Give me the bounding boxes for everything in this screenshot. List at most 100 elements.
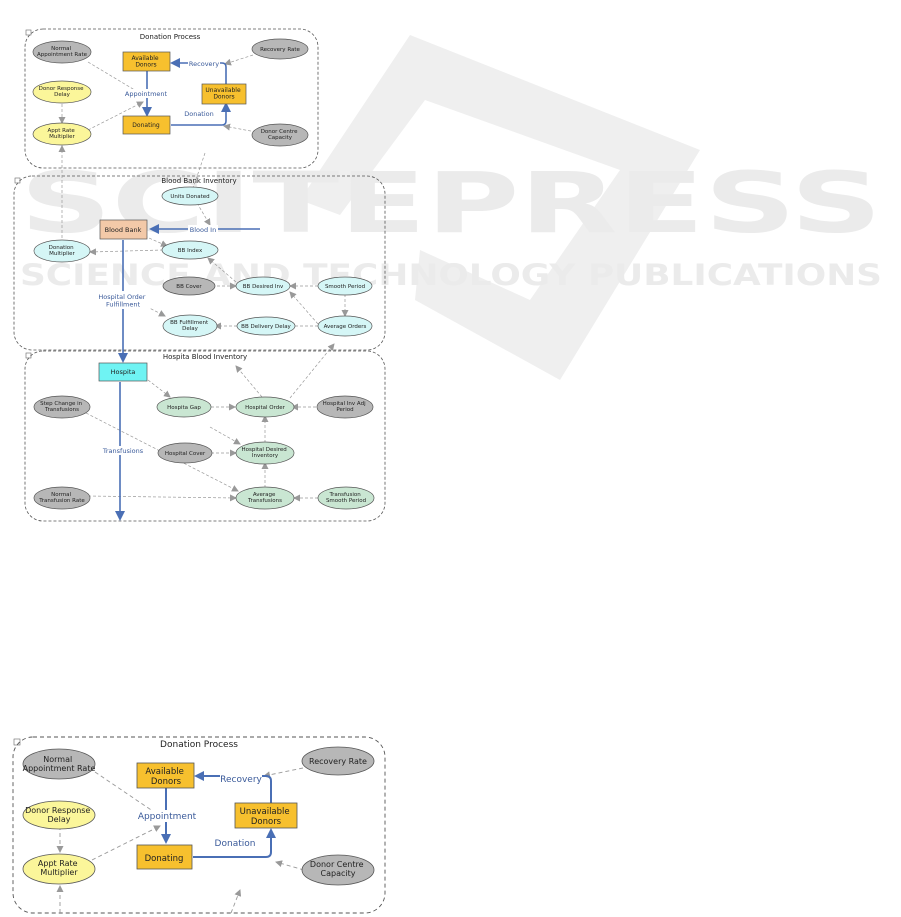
svg-text:BB Cover: BB Cover — [176, 284, 202, 290]
svg-text:Appt Rate Multiplier: Appt Rate Multiplier — [47, 128, 76, 140]
svg-text:BB Fulfillment Delay: BB Fulfillment Delay — [170, 320, 210, 332]
aux-bb-cover[interactable] — [162, 276, 216, 296]
svg-text:Normal Transfusion Rate: Normal Transfusion Rate — [38, 492, 85, 504]
svg-text:Hospital Cover: Hospital Cover — [165, 451, 206, 457]
svg-text:BB Index: BB Index — [178, 248, 203, 254]
svg-text:Hospital Order: Hospital Order — [245, 405, 286, 411]
aux-bb-index[interactable] — [161, 240, 219, 260]
svg-text:Average Transfusions: Average Transfusions — [247, 492, 282, 504]
aux-normal-transfusion-rate[interactable] — [33, 486, 91, 510]
collapse-toggle-icon[interactable] — [13, 738, 21, 746]
svg-text:Normal Appointment Rate: Normal Appointment Rate — [23, 755, 96, 773]
stock-unavailable-donors[interactable] — [234, 802, 298, 829]
svg-text:BB Desired Inv: BB Desired Inv — [243, 284, 284, 290]
sector-title: Blood Bank Inventory — [161, 177, 236, 185]
sector-title: Hospita Blood Inventory — [163, 353, 247, 361]
svg-text:Hospital Desired Invento: Hospital Desired Inventory — [242, 447, 289, 459]
svg-text:Appt Rate Multiplier: Appt Rate Multiplier — [38, 859, 80, 877]
aux-normal-appointment-rate[interactable] — [22, 748, 96, 780]
collapse-toggle-icon[interactable] — [25, 29, 32, 36]
svg-text:Donation Multiplier: Donation Multiplier — [49, 245, 76, 257]
svg-text:BB Delivery Delay: BB Delivery Delay — [241, 324, 291, 330]
collapse-toggle-icon[interactable] — [14, 177, 21, 184]
aux-donor-centre-capacity[interactable] — [251, 123, 309, 147]
aux-step-change-in-transfusions[interactable] — [33, 395, 91, 419]
svg-text:Donating: Donating — [145, 854, 184, 864]
aux-donation-multiplier[interactable] — [33, 239, 91, 263]
svg-text:Transfusion Smooth Perio: Transfusion Smooth Period — [326, 492, 366, 504]
svg-text:Step Change in Transfusi: Step Change in Transfusions — [40, 401, 84, 413]
svg-text:Hospita Gap: Hospita Gap — [167, 405, 201, 411]
svg-text:Donor Response Delay: Donor Response Delay — [39, 86, 86, 98]
svg-text:Donor Response Delay: Donor Response Delay — [25, 806, 93, 824]
flow-label-appointment: Appointment — [138, 812, 197, 822]
sector-title: Donation Process — [140, 33, 201, 41]
aux-smooth-period[interactable] — [317, 276, 373, 296]
flow-label-recovery: Recovery — [220, 775, 262, 785]
flow-label-transfusions: Transfusions — [102, 447, 144, 455]
aux-hospital-gap[interactable] — [156, 396, 212, 418]
aux-hospital-inv-adj-period[interactable] — [316, 395, 374, 419]
info-links-zoomed — [56, 767, 305, 914]
aux-recovery-rate[interactable] — [251, 38, 309, 60]
aux-average-transfusions[interactable] — [235, 486, 295, 510]
sector-donation-process — [24, 28, 319, 169]
watermark-logo-shape — [300, 35, 700, 380]
aux-donor-response-delay[interactable] — [32, 80, 92, 104]
sector-blood-bank-inventory — [13, 175, 386, 351]
aux-hospital-order[interactable] — [235, 396, 295, 418]
aux-normal-appointment-rate[interactable] — [32, 40, 92, 64]
watermark-title: SCITEPRESS — [20, 154, 882, 252]
sector-hospital-blood-inventory — [24, 350, 386, 522]
stock-available-donors[interactable] — [122, 51, 171, 72]
svg-text:Donating: Donating — [132, 122, 160, 129]
watermark: SCITEPRESS SCIENCE AND TECHNOLOGY PUBLIC… — [20, 35, 882, 380]
svg-text:Available Donors: Available Donors — [131, 55, 160, 69]
svg-text:Donor Centre Capacity: Donor Centre Capacity — [310, 860, 366, 878]
sector-donation-process-zoomed — [12, 736, 386, 914]
aux-appt-rate-multiplier[interactable] — [22, 853, 96, 885]
stock-unavailable-donors[interactable] — [201, 83, 247, 105]
aux-hospital-cover[interactable] — [157, 442, 213, 464]
flow-label-recovery: Recovery — [189, 60, 219, 68]
svg-text:Recovery Rate: Recovery Rate — [309, 757, 367, 766]
stock-donating[interactable] — [136, 844, 193, 870]
flow-label-donation: Donation — [184, 110, 214, 118]
stock-available-donors[interactable] — [136, 762, 195, 789]
stock-hospital[interactable] — [98, 362, 148, 382]
collapse-toggle-icon[interactable] — [25, 352, 32, 359]
svg-text:Normal Appointment Rate: Normal Appointment Rate — [37, 46, 88, 58]
aux-average-orders[interactable] — [317, 315, 373, 337]
svg-text:Unavailable Donors: Unavailable Donors — [205, 87, 242, 101]
aux-donor-response-delay[interactable] — [22, 800, 96, 830]
aux-recovery-rate[interactable] — [301, 746, 375, 776]
aux-donor-centre-capacity[interactable] — [301, 854, 375, 886]
svg-text:Available Donors: Available Donors — [145, 767, 186, 787]
svg-text:Blood Bank: Blood Bank — [105, 226, 142, 234]
aux-appt-rate-multiplier[interactable] — [32, 122, 92, 146]
aux-bb-fulfillment-delay[interactable] — [162, 314, 218, 338]
svg-text:Hospital Inv Adj Period: Hospital Inv Adj Period — [323, 401, 368, 413]
watermark-subtitle: SCIENCE AND TECHNOLOGY PUBLICATIONS — [20, 258, 882, 292]
svg-text:Average Orders: Average Orders — [324, 324, 367, 330]
sector-title: Donation Process — [160, 740, 238, 750]
stock-blood-bank[interactable] — [99, 219, 148, 240]
stock-donating[interactable] — [122, 115, 171, 135]
svg-text:Donor Centre Capacity: Donor Centre Capacity — [261, 129, 300, 141]
flow-label-appointment: Appointment — [125, 90, 168, 98]
svg-text:Unavailable Donors: Unavailable Donors — [240, 807, 293, 827]
svg-text:Recovery Rate: Recovery Rate — [260, 47, 300, 53]
flow-label-blood-in: Blood In — [190, 226, 216, 234]
aux-units-donated[interactable] — [161, 186, 219, 206]
aux-transfusion-smooth-period[interactable] — [317, 486, 375, 510]
svg-text:Units Donated: Units Donated — [170, 194, 209, 200]
flow-label-hospital-order-fulfillment: Hospital Order Fulfillment — [98, 293, 147, 309]
aux-bb-desired-inv[interactable] — [235, 276, 291, 296]
aux-hospital-desired-inventory[interactable] — [235, 441, 295, 465]
flow-label-donation: Donation — [215, 839, 256, 849]
diagram-2-donation-process: Donation Process Recovery Appointment Do… — [12, 736, 386, 914]
aux-bb-delivery-delay[interactable] — [236, 316, 296, 336]
svg-text:Smooth Period: Smooth Period — [325, 284, 365, 290]
svg-text:Hospita: Hospita — [111, 368, 136, 376]
